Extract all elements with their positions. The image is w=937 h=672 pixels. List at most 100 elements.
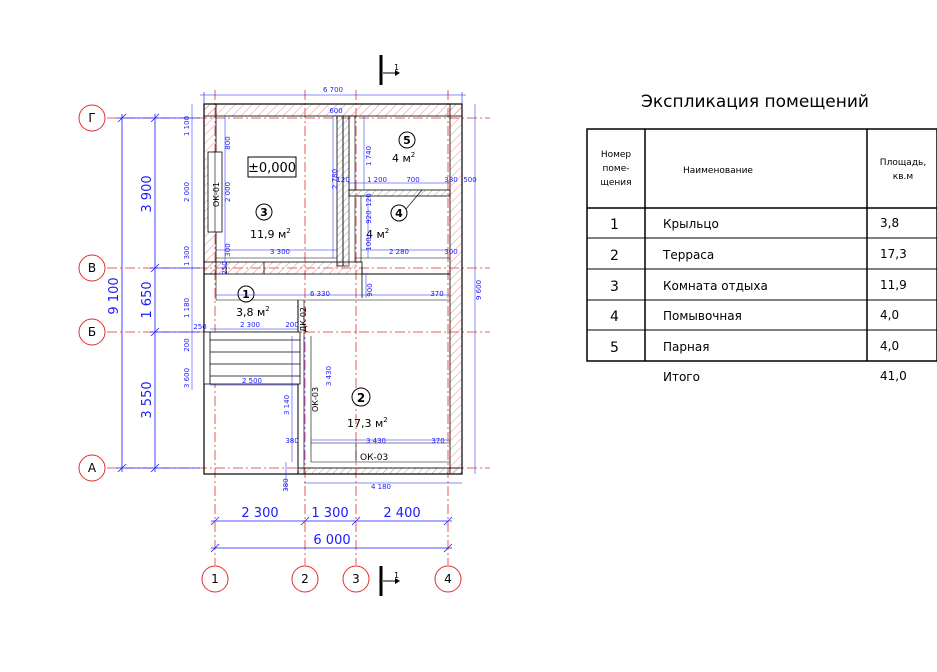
svg-text:6 000: 6 000: [313, 533, 350, 548]
table-title: Экспликация помещений: [641, 92, 869, 112]
svg-text:2 280: 2 280: [389, 248, 409, 256]
room-1-number: 1: [242, 288, 250, 301]
svg-text:300: 300: [224, 243, 232, 256]
svg-text:ДК-02: ДК-02: [299, 307, 308, 332]
small-dimension-lines: [191, 104, 476, 490]
svg-text:1 650: 1 650: [140, 281, 155, 318]
svg-text:Терраса: Терраса: [662, 248, 714, 262]
table-row: 3 Комната отдыха 11,9: [610, 278, 907, 295]
room-tags: 3 11,9 м2 5 4 м2 4 4 м2 1 3,8 м2 2 17,3 …: [236, 131, 423, 430]
svg-text:Итого: Итого: [663, 370, 700, 384]
svg-text:4,0: 4,0: [880, 308, 899, 322]
svg-text:4 м2: 4 м2: [392, 151, 415, 165]
table-row: 2 Терраса 17,3: [610, 247, 907, 264]
svg-text:11,9: 11,9: [880, 278, 907, 292]
svg-text:2 300: 2 300: [240, 321, 260, 329]
svg-text:4 180: 4 180: [371, 483, 391, 491]
room-3-number: 3: [260, 206, 268, 219]
svg-text:700: 700: [406, 176, 419, 184]
svg-text:120: 120: [336, 176, 349, 184]
svg-text:1 740: 1 740: [365, 146, 373, 166]
table-header: Номер поме- щения Наименование Площадь, …: [600, 150, 926, 188]
svg-text:3: 3: [610, 279, 619, 295]
svg-text:1 200: 1 200: [367, 176, 387, 184]
bottom-dimensions: [210, 516, 453, 553]
svg-text:11,9 м2: 11,9 м2: [250, 227, 291, 241]
svg-text:3,8: 3,8: [880, 216, 899, 230]
svg-text:41,0: 41,0: [880, 369, 907, 383]
svg-text:380: 380: [285, 437, 298, 445]
axis-bubbles-cols: 1 2 3 4: [201, 565, 462, 593]
svg-text:3 550: 3 550: [140, 381, 155, 418]
axis-label-v: В: [88, 261, 96, 275]
svg-text:100: 100: [365, 237, 373, 250]
svg-text:Номер: Номер: [601, 150, 632, 160]
svg-text:200: 200: [183, 338, 191, 351]
axis-label-b: Б: [88, 325, 96, 339]
svg-text:1 180: 1 180: [183, 298, 191, 318]
svg-text:500: 500: [463, 176, 476, 184]
svg-text:6 330: 6 330: [310, 290, 330, 298]
svg-text:Наименование: Наименование: [683, 166, 753, 176]
room-2-number: 2: [357, 391, 365, 405]
svg-text:200: 200: [285, 321, 298, 329]
svg-text:920: 920: [365, 210, 373, 223]
svg-text:2 500: 2 500: [242, 377, 262, 385]
axis-bubbles-rows: Г В Б А: [78, 104, 106, 482]
svg-text:250: 250: [193, 323, 206, 331]
svg-text:9 600: 9 600: [475, 280, 483, 300]
svg-text:кв.м: кв.м: [893, 172, 913, 182]
room-5-number: 5: [403, 134, 411, 147]
svg-text:3 600: 3 600: [183, 368, 191, 388]
svg-text:1 300: 1 300: [311, 506, 348, 521]
axis-label-g: Г: [88, 111, 95, 125]
svg-text:9 100: 9 100: [107, 277, 122, 314]
stairs: [203, 331, 301, 385]
svg-text:поме-: поме-: [603, 164, 630, 174]
svg-text:ОК-03: ОК-03: [360, 453, 388, 463]
level-mark: ±0,000: [247, 156, 297, 178]
svg-text:2: 2: [610, 248, 619, 264]
svg-text:600: 600: [329, 107, 342, 115]
svg-text:900: 900: [366, 283, 374, 296]
svg-text:370: 370: [431, 437, 444, 445]
svg-text:370: 370: [430, 290, 443, 298]
svg-text:3 140: 3 140: [283, 395, 291, 415]
svg-text:2 000: 2 000: [183, 182, 191, 202]
svg-text:3 900: 3 900: [140, 175, 155, 212]
svg-text:2 000: 2 000: [224, 182, 232, 202]
svg-text:1 300: 1 300: [183, 246, 191, 266]
svg-text:300: 300: [444, 248, 457, 256]
explication-table: [586, 128, 937, 362]
top-dimension: [200, 92, 466, 104]
svg-text:250: 250: [221, 261, 229, 274]
svg-text:1: 1: [610, 217, 619, 233]
svg-text:2 780: 2 780: [331, 169, 339, 189]
svg-text:1: 1: [394, 63, 399, 72]
svg-text:3 300: 3 300: [270, 248, 290, 256]
axis-label-4: 4: [444, 572, 452, 586]
axis-label-a: А: [88, 461, 97, 475]
table-total-row: Итого 41,0: [663, 369, 907, 384]
svg-text:17,3 м2: 17,3 м2: [347, 416, 388, 430]
svg-text:120: 120: [365, 193, 373, 206]
table-row: 4 Помывочная 4,0: [610, 308, 899, 325]
svg-text:380: 380: [282, 478, 290, 491]
svg-text:2 300: 2 300: [241, 506, 278, 521]
small-dimension-labels: 1 100 800 2 000 2 000 1 300 300 1 180 25…: [183, 107, 483, 492]
svg-text:3,8 м2: 3,8 м2: [236, 305, 270, 319]
section-mark-top: 1: [379, 55, 400, 85]
svg-text:ОК-03: ОК-03: [311, 387, 320, 412]
room-4-number: 4: [395, 207, 403, 220]
opening-marks: ОК-01 ДК-02 ОК-03 ОК-03: [212, 182, 388, 463]
svg-text:3 430: 3 430: [325, 366, 333, 386]
table-rows: 1 Крыльцо 3,8 2 Терраса 17,3 3 Комната о…: [610, 216, 907, 384]
svg-text:4 м2: 4 м2: [366, 227, 389, 241]
axis-label-1: 1: [211, 572, 219, 586]
svg-text:2 400: 2 400: [383, 506, 420, 521]
svg-text:6 700: 6 700: [323, 86, 343, 94]
svg-text:Помывочная: Помывочная: [663, 309, 742, 323]
left-dimensions: [116, 113, 200, 473]
svg-text:Комната отдыха: Комната отдыха: [663, 279, 768, 293]
